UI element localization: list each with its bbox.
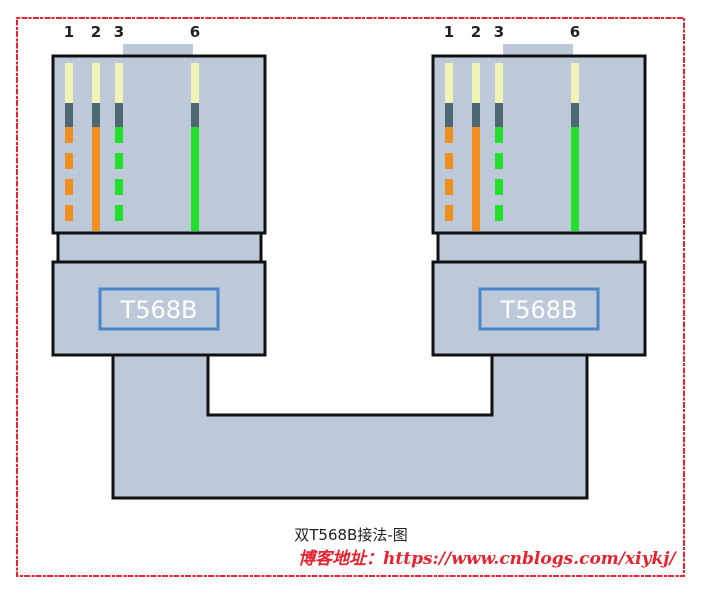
wire-segment <box>65 205 73 221</box>
pin-contact <box>191 63 199 103</box>
connector-head <box>51 54 267 235</box>
wire-segment <box>445 205 453 221</box>
pin-number: 3 <box>494 23 504 41</box>
pin-number: 1 <box>64 23 74 41</box>
standard-label: T568B <box>500 296 578 324</box>
pin-contact <box>571 63 579 103</box>
wire-segment <box>65 127 73 143</box>
wire-green <box>191 127 199 231</box>
wire-segment <box>65 179 73 195</box>
pin-number: 2 <box>91 23 101 41</box>
connector-tab <box>123 44 193 56</box>
connector-neck <box>56 231 263 264</box>
pin-band <box>191 103 199 127</box>
pin-band <box>92 103 100 127</box>
wire-green <box>571 127 579 231</box>
pin-band <box>495 103 503 127</box>
connector-head <box>431 54 647 235</box>
wire-segment <box>445 153 453 169</box>
pin-number: 6 <box>190 23 200 41</box>
standard-label-box <box>98 287 220 331</box>
pin-band <box>472 103 480 127</box>
pin-number: 3 <box>114 23 124 41</box>
pin-number: 1 <box>444 23 454 41</box>
diagram-caption: 双T568B接法-图 <box>294 526 408 544</box>
connector-boot <box>51 260 267 357</box>
red-frame <box>16 17 685 577</box>
standard-label: T568B <box>120 296 198 324</box>
wire-segment <box>65 153 73 169</box>
wire-segment <box>495 153 503 169</box>
wire-segment <box>115 205 123 221</box>
pin-contact <box>92 63 100 103</box>
pin-contact <box>445 63 453 103</box>
blog-watermark: 博客地址：https://www.cnblogs.com/xiykj/ <box>298 549 676 569</box>
connector-tab <box>503 44 573 56</box>
wire-segment <box>115 179 123 195</box>
wire-segment <box>115 127 123 143</box>
pin-number: 6 <box>570 23 580 41</box>
pin-contact <box>472 63 480 103</box>
wire-segment <box>495 205 503 221</box>
connector-neck <box>436 231 643 264</box>
wire-orange <box>92 127 100 231</box>
wire-orange <box>472 127 480 231</box>
wire-segment <box>445 127 453 143</box>
wire-segment <box>445 179 453 195</box>
pin-band <box>445 103 453 127</box>
standard-label-box <box>478 287 600 331</box>
pin-number: 2 <box>471 23 481 41</box>
wire-segment <box>495 179 503 195</box>
pin-contact <box>115 63 123 103</box>
wire-segment <box>495 127 503 143</box>
pin-band <box>115 103 123 127</box>
cable <box>111 353 589 500</box>
pin-band <box>571 103 579 127</box>
pin-contact <box>495 63 503 103</box>
pin-band <box>65 103 73 127</box>
pin-contact <box>65 63 73 103</box>
wire-segment <box>115 153 123 169</box>
